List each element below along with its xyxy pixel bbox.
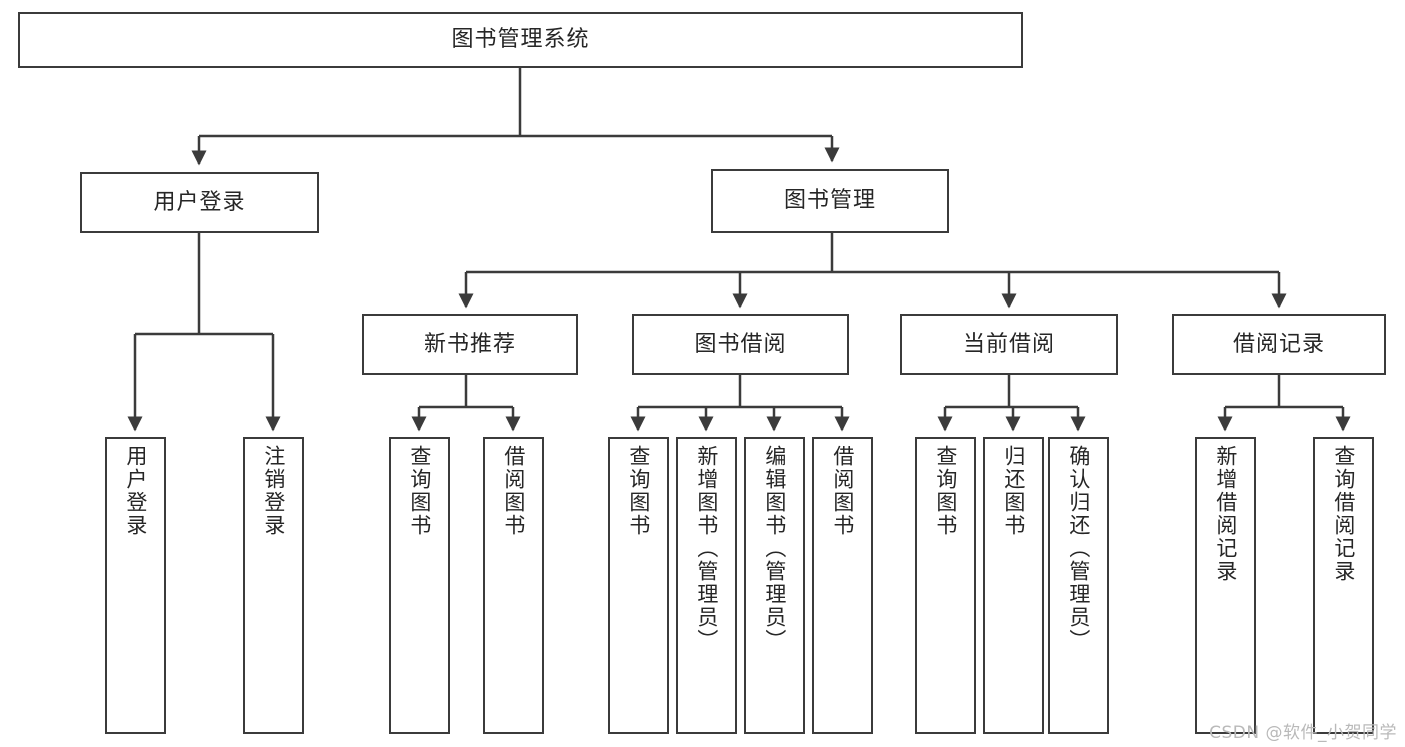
node-leaf-add-borrow-record-label: 新增借阅记录: [1213, 445, 1238, 583]
node-leaf-add-book-label: 新增图书（管理员）: [694, 445, 719, 652]
node-leaf-edit-book-label: 编辑图书（管理员）: [762, 445, 787, 652]
node-leaf-query-book-1-label: 查询图书: [407, 445, 432, 537]
node-user-login[interactable]: 用户登录: [80, 172, 319, 233]
node-current-borrow[interactable]: 当前借阅: [900, 314, 1118, 375]
node-leaf-borrow-book-1[interactable]: 借阅图书: [483, 437, 544, 734]
node-leaf-return-book[interactable]: 归还图书: [983, 437, 1044, 734]
node-user-login-label: 用户登录: [153, 189, 246, 215]
node-leaf-add-book[interactable]: 新增图书（管理员）: [676, 437, 737, 734]
node-leaf-borrow-book-2-label: 借阅图书: [830, 445, 855, 537]
node-leaf-user-login[interactable]: 用户登录: [105, 437, 166, 734]
node-book-borrow[interactable]: 图书借阅: [632, 314, 849, 375]
node-leaf-query-book-2-label: 查询图书: [626, 445, 651, 537]
node-leaf-borrow-book-1-label: 借阅图书: [501, 445, 526, 537]
node-root[interactable]: 图书管理系统: [18, 12, 1023, 68]
node-leaf-borrow-book-2[interactable]: 借阅图书: [812, 437, 873, 734]
node-leaf-edit-book[interactable]: 编辑图书（管理员）: [744, 437, 805, 734]
node-borrow-record-label: 借阅记录: [1232, 331, 1325, 357]
node-leaf-confirm-return[interactable]: 确认归还（管理员）: [1048, 437, 1109, 734]
node-book-borrow-label: 图书借阅: [694, 331, 787, 357]
node-leaf-logout-login-label: 注销登录: [261, 445, 286, 537]
node-leaf-query-book-3-label: 查询图书: [933, 445, 958, 537]
node-new-book-recommend[interactable]: 新书推荐: [362, 314, 578, 375]
node-new-book-recommend-label: 新书推荐: [423, 331, 516, 357]
node-leaf-user-login-label: 用户登录: [123, 445, 148, 537]
node-leaf-add-borrow-record[interactable]: 新增借阅记录: [1195, 437, 1256, 734]
node-leaf-return-book-label: 归还图书: [1001, 445, 1026, 537]
node-leaf-query-borrow-record[interactable]: 查询借阅记录: [1313, 437, 1374, 734]
node-current-borrow-label: 当前借阅: [962, 331, 1055, 357]
node-borrow-record[interactable]: 借阅记录: [1172, 314, 1386, 375]
node-root-label: 图书管理系统: [451, 27, 590, 53]
node-leaf-query-book-3[interactable]: 查询图书: [915, 437, 976, 734]
node-leaf-confirm-return-label: 确认归还（管理员）: [1066, 445, 1091, 652]
watermark-text: CSDN @软件_小贺同学: [1209, 723, 1397, 743]
node-leaf-query-book-1[interactable]: 查询图书: [389, 437, 450, 734]
node-leaf-query-borrow-record-label: 查询借阅记录: [1331, 445, 1356, 583]
node-leaf-query-book-2[interactable]: 查询图书: [608, 437, 669, 734]
node-book-management-label: 图书管理: [783, 188, 876, 214]
node-leaf-logout-login[interactable]: 注销登录: [243, 437, 304, 734]
node-book-management[interactable]: 图书管理: [711, 169, 949, 233]
